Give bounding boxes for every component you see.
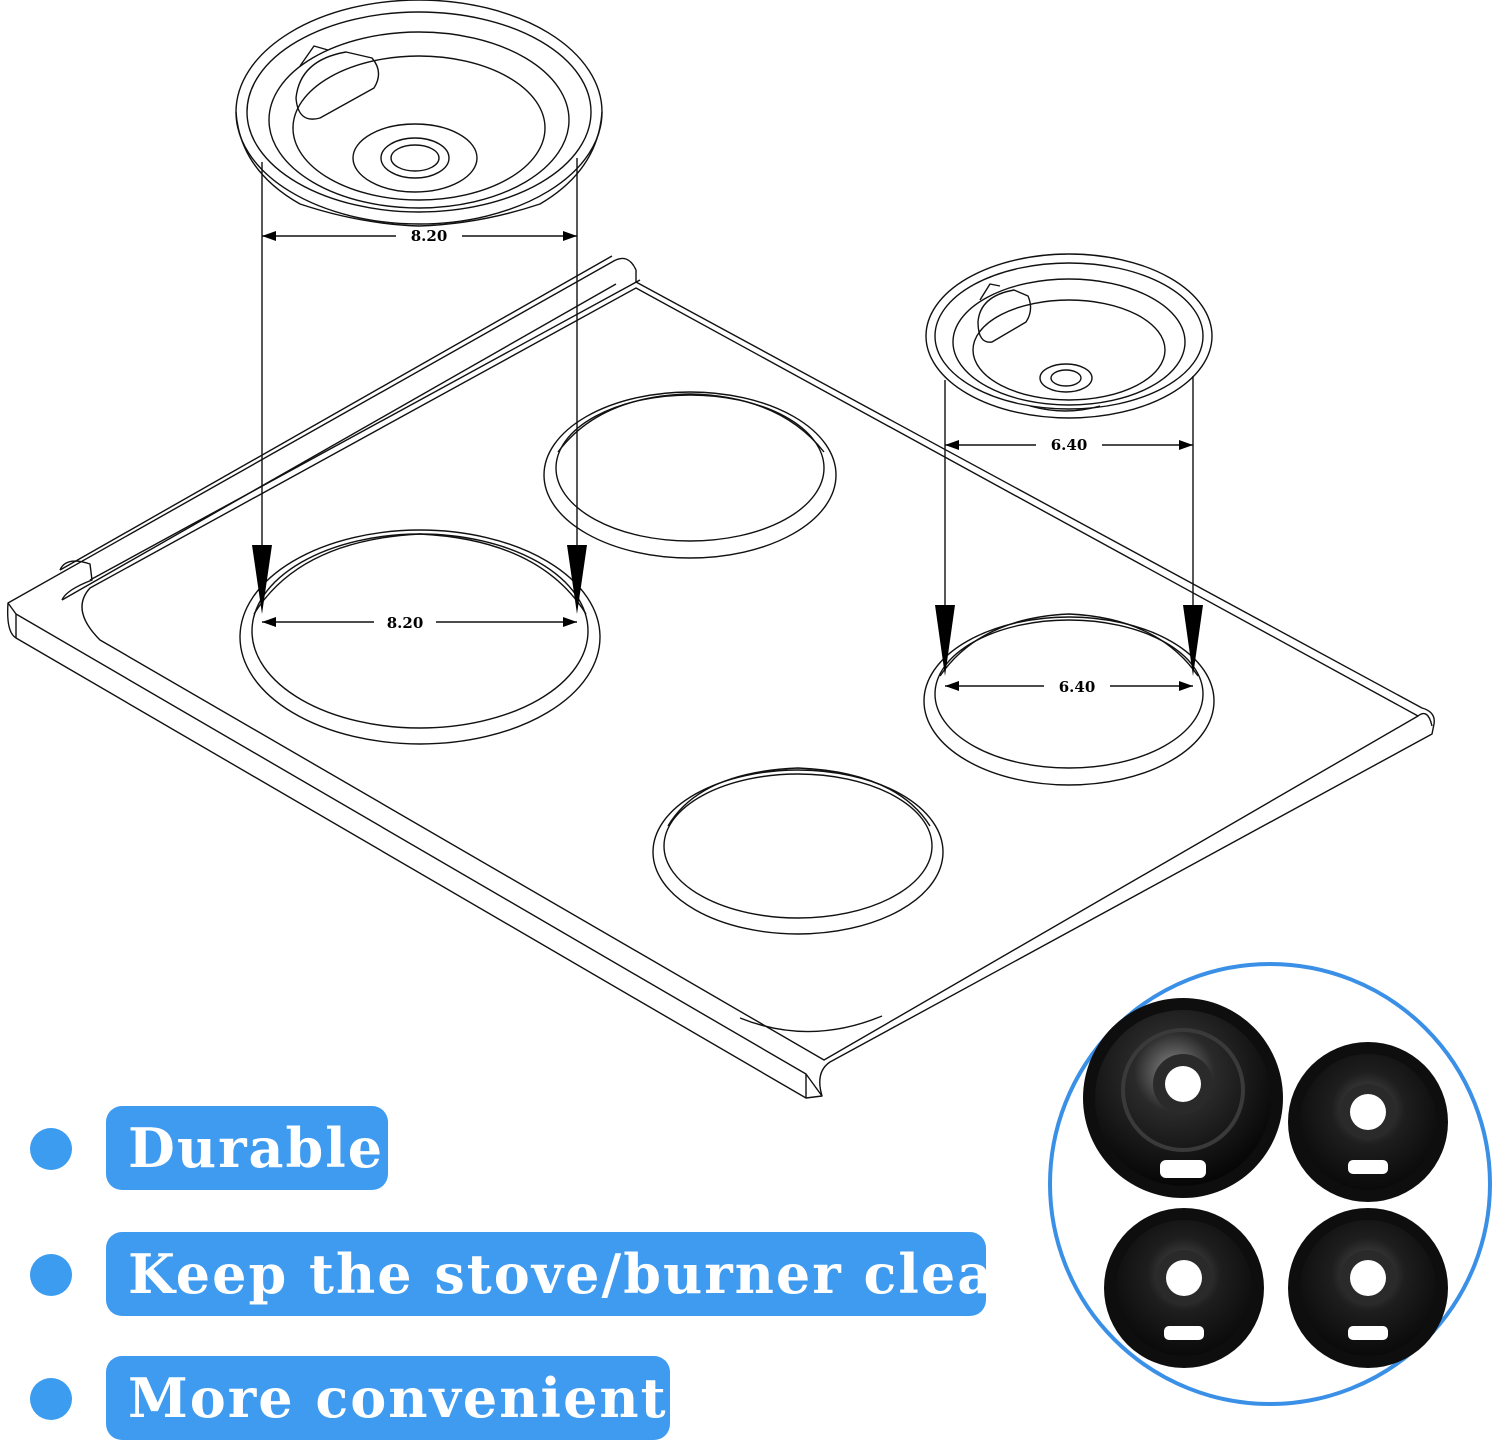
- dimension-arrowheads: [252, 231, 1203, 691]
- back-burner-hole: [543, 391, 837, 559]
- cooktop-outline: [6, 255, 1435, 1099]
- large-burner-hole: [239, 529, 601, 745]
- front-burner-hole: [652, 767, 944, 935]
- small-burner-hole: [923, 613, 1215, 786]
- feature-label: More convenient: [106, 1356, 670, 1440]
- bullet-dot-icon: [30, 1378, 72, 1420]
- drip-pan-small-3: [1288, 1208, 1448, 1368]
- small-pan-dimension-label: 6.40: [1051, 436, 1088, 454]
- feature-durable: Durable: [0, 1106, 1000, 1192]
- drip-pan-small-2: [1104, 1208, 1264, 1368]
- bullet-dot-icon: [30, 1128, 72, 1170]
- large-drip-pan-drawing: [235, 0, 603, 227]
- small-hole-dimension-label: 6.40: [1059, 678, 1096, 696]
- feature-clean: Keep the stove/burner clean: [0, 1232, 1034, 1318]
- bullet-dot-icon: [30, 1254, 72, 1296]
- feature-convenient: More convenient: [0, 1356, 1000, 1442]
- large-pan-dimension-label: 8.20: [411, 227, 448, 245]
- feature-label: Keep the stove/burner clean: [106, 1232, 1034, 1316]
- drip-pan-large: [1083, 998, 1283, 1198]
- feature-label: Durable: [106, 1106, 388, 1190]
- large-dimension-guides: [261, 158, 578, 623]
- small-drip-pan-drawing: [925, 253, 1213, 419]
- drip-pan-small-1: [1288, 1042, 1448, 1202]
- large-hole-dimension-label: 8.20: [387, 614, 424, 632]
